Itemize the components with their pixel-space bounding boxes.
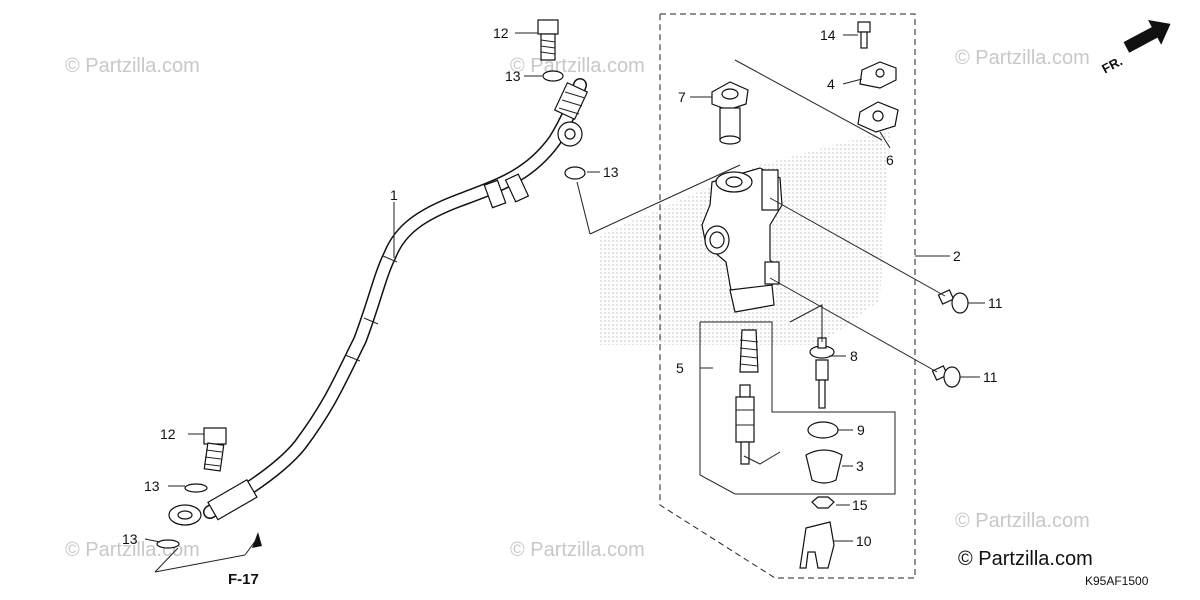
- callout-8: 8: [850, 348, 858, 364]
- callout-10: 10: [856, 533, 872, 549]
- front-marker: FR.: [1099, 53, 1125, 76]
- callout-11: 11: [988, 295, 1003, 311]
- callout-13: 13: [144, 478, 160, 494]
- screw-14: [857, 21, 871, 49]
- callout-15: 15: [852, 497, 868, 513]
- callout-9: 9: [857, 422, 865, 438]
- sealing-washer-13: [156, 539, 180, 549]
- callout-14: 14: [820, 27, 836, 43]
- copyright-text: © Partzilla.com: [958, 548, 1093, 570]
- reservoir-cover: [859, 61, 897, 89]
- watermark: © Partzilla.com: [510, 539, 645, 561]
- reservoir-joint: [711, 81, 749, 145]
- mounting-bolt-11: [937, 289, 969, 314]
- joint-nut: [811, 496, 835, 509]
- master-cylinder-body: [701, 167, 783, 313]
- callout-5: 5: [676, 360, 684, 376]
- callout-12: 12: [493, 25, 509, 41]
- watermark: © Partzilla.com: [510, 55, 645, 77]
- reference-label: F-17: [228, 571, 259, 588]
- banjo-bolt-lower: [203, 427, 227, 472]
- callout-12: 12: [160, 426, 176, 442]
- callout-11: 11: [983, 369, 998, 385]
- sealing-washer-13: [184, 483, 208, 493]
- mounting-bolt-11: [931, 365, 961, 388]
- circlip: [807, 421, 839, 439]
- piston-set: [735, 329, 759, 465]
- callout-3: 3: [856, 458, 864, 474]
- callout-13: 13: [603, 164, 619, 180]
- banjo-bolt-upper: [537, 19, 559, 61]
- push-rod: [809, 337, 835, 409]
- callout-7: 7: [678, 89, 686, 105]
- sealing-washer-13: [564, 166, 586, 180]
- callout-13: 13: [122, 531, 138, 547]
- callout-4: 4: [827, 76, 835, 92]
- diagram-code: K95AF1500: [1085, 574, 1149, 588]
- watermark: © Partzilla.com: [65, 55, 200, 77]
- watermark: © Partzilla.com: [955, 47, 1090, 69]
- callout-13: 13: [505, 68, 521, 84]
- front-arrow-icon: [1123, 20, 1171, 53]
- diaphragm-plate: [857, 101, 899, 133]
- callout-1: 1: [390, 187, 398, 203]
- dust-boot: [805, 449, 843, 484]
- push-rod-joint: [799, 521, 835, 569]
- brake-hose: [168, 78, 589, 526]
- callout-6: 6: [886, 152, 894, 168]
- assembly-outline: [659, 13, 916, 579]
- watermark: © Partzilla.com: [955, 510, 1090, 532]
- callout-2: 2: [953, 248, 961, 264]
- sealing-washer-13: [542, 70, 564, 82]
